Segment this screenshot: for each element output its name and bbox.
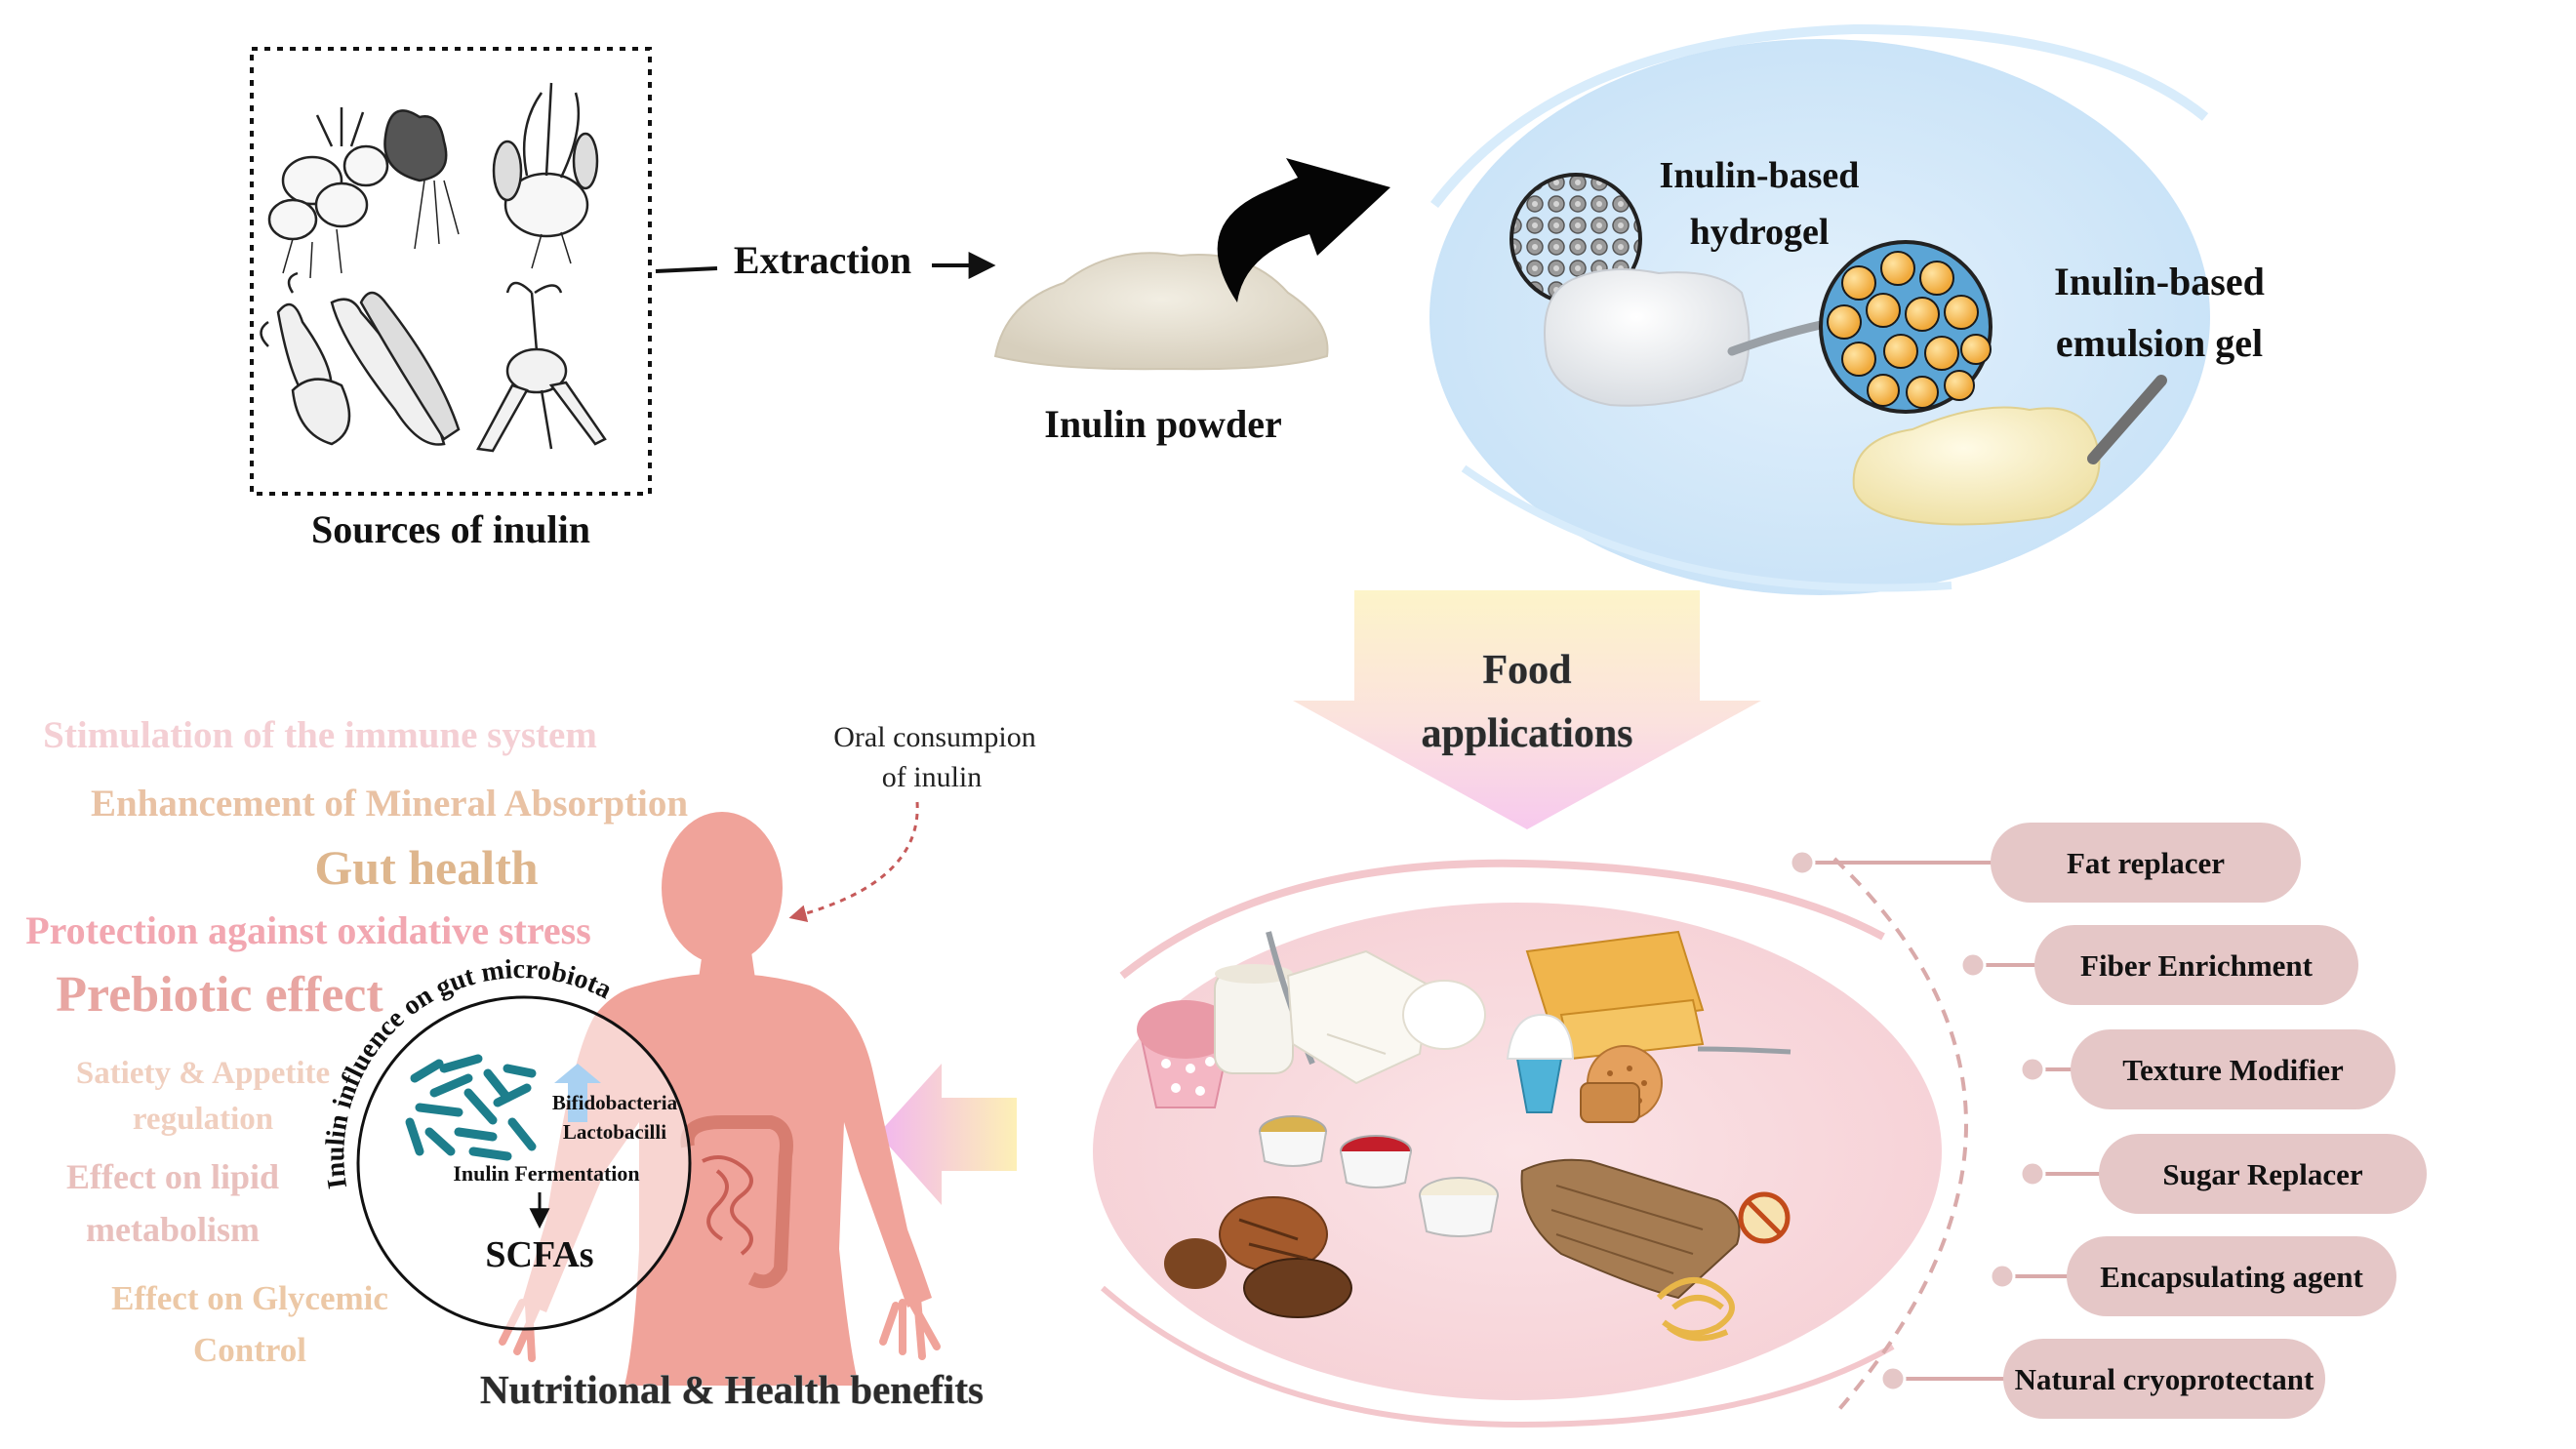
- hydrogel-label-1: Inulin-based: [1660, 155, 1860, 196]
- benefit-satiety-1: Satiety & Appetite: [76, 1056, 330, 1091]
- blue-swoosh: [1430, 23, 2209, 209]
- application-node-dot: [2019, 1056, 2046, 1083]
- benefit-oxidative: Protection against oxidative stress: [25, 908, 591, 952]
- meat-icon: [1164, 1196, 1352, 1318]
- food-applications-label-1: Food: [1482, 648, 1571, 693]
- footer-caption: Nutritional & Health benefits: [480, 1367, 984, 1412]
- application-node-dot: [1959, 951, 1987, 979]
- tuber-sketch-icon: [267, 107, 460, 279]
- oral-label-2: of inulin: [882, 761, 983, 793]
- application-node-dot: [2019, 1160, 2046, 1187]
- application-label: Encapsulating agent: [2100, 1260, 2363, 1294]
- blue-swoosh-bottom: [1461, 464, 1952, 592]
- ice-cream-icon: [1137, 1000, 1234, 1108]
- microbiota-circle: Inulin influence on gut microbiota Bifid…: [320, 954, 692, 1331]
- benefit-mineral: Enhancement of Mineral Absorption: [91, 783, 688, 825]
- emulsion-spoon: [2087, 375, 2167, 464]
- emulsion-structure-icon: [1819, 240, 1992, 414]
- hydrogel-blob: [1544, 268, 1751, 407]
- oral-dashed-arrow: [788, 801, 919, 923]
- root-sketch-icon: [492, 82, 599, 269]
- application-pill: [2003, 1339, 2325, 1419]
- application-label: Natural cryoprotectant: [2015, 1362, 2314, 1396]
- gels-panel: Inulin-based hydrogel: [1429, 23, 2265, 595]
- sources-panel: Sources of inulin: [250, 47, 652, 551]
- bacteria-cluster-icon: [405, 1054, 537, 1161]
- benefit-prebiotic: Prebiotic effect: [56, 967, 383, 1023]
- bread-pasta-icon: [1520, 1158, 1791, 1342]
- microbiota-circle-outline: [356, 995, 692, 1331]
- bacteria-label-2: Lactobacilli: [563, 1120, 666, 1144]
- oral-label-1: Oral consumpion: [833, 721, 1035, 753]
- application-pill: [2034, 925, 2358, 1005]
- food-applications-label-2: applications: [1421, 711, 1632, 756]
- application-pill: [2067, 1236, 2396, 1316]
- pink-swoosh-bottom: [1101, 1285, 1895, 1429]
- benefit-glycemic-1: Effect on Glycemic: [111, 1279, 388, 1317]
- food-panel: [1093, 859, 1942, 1429]
- emulsion-label-2: emulsion gel: [2056, 321, 2263, 365]
- application-pill: [2099, 1134, 2427, 1214]
- application-label: Sugar Replacer: [2162, 1157, 2362, 1191]
- application-label: Fiber Enrichment: [2080, 948, 2314, 983]
- oral-consumption-note: Oral consumpion of inulin: [788, 721, 1036, 923]
- benefit-lipid-2: metabolism: [86, 1210, 260, 1249]
- benefit-gut: Gut health: [314, 840, 538, 895]
- curved-arrow-icon: [1217, 158, 1390, 302]
- left-arrow-shape: [878, 1064, 1017, 1205]
- powder-label: Inulin powder: [1044, 402, 1281, 446]
- benefit-satiety-2: regulation: [133, 1102, 273, 1137]
- benefit-lipid-1: Effect on lipid: [66, 1157, 279, 1196]
- dashed-connector-arc: [1832, 857, 1968, 1417]
- benefit-immune: Stimulation of the immune system: [43, 714, 597, 756]
- benefits-list: Stimulation of the immune system Enhance…: [25, 714, 688, 1369]
- application-pill: [1991, 823, 2301, 903]
- powder-section: Inulin powder: [993, 158, 1390, 446]
- application-label: Texture Modifier: [2122, 1053, 2344, 1087]
- fermentation-label: Inulin Fermentation: [453, 1161, 639, 1186]
- sources-caption: Sources of inulin: [311, 507, 590, 551]
- extraction-step: Extraction: [655, 238, 996, 282]
- plant-sketch-icon: [476, 281, 607, 453]
- bakery-icon: [1506, 930, 1791, 1123]
- emulsion-label-1: Inulin-based: [2054, 260, 2265, 303]
- powder-pile: [993, 252, 1329, 371]
- application-node-dot: [1789, 849, 1816, 876]
- sauce-bowls-icon: [1259, 1115, 1499, 1237]
- cheese-icon: [1286, 949, 1486, 1085]
- hydrogel-label-2: hydrogel: [1690, 212, 1830, 253]
- application-node-dot: [1879, 1365, 1907, 1392]
- benefit-glycemic-2: Control: [193, 1331, 306, 1369]
- extraction-line-left: [655, 266, 718, 273]
- intestine-icon: [680, 1115, 793, 1289]
- down-arrow-shape: [1293, 590, 1761, 829]
- cassava-sketch-icon: [260, 271, 461, 446]
- application-node-dot: [1989, 1263, 2016, 1290]
- scfa-label: SCFAs: [485, 1234, 593, 1275]
- sources-dotted-frame: [250, 47, 652, 496]
- extraction-label: Extraction: [734, 238, 911, 282]
- application-pill: [2071, 1029, 2395, 1109]
- food-applications-arrow: Food applications: [1293, 590, 1761, 829]
- pink-swoosh-top: [1119, 859, 1885, 980]
- bacteria-label-1: Bifidobacteria: [552, 1091, 678, 1114]
- application-label: Fat replacer: [2067, 846, 2225, 880]
- up-arrow-icon: [554, 1064, 601, 1122]
